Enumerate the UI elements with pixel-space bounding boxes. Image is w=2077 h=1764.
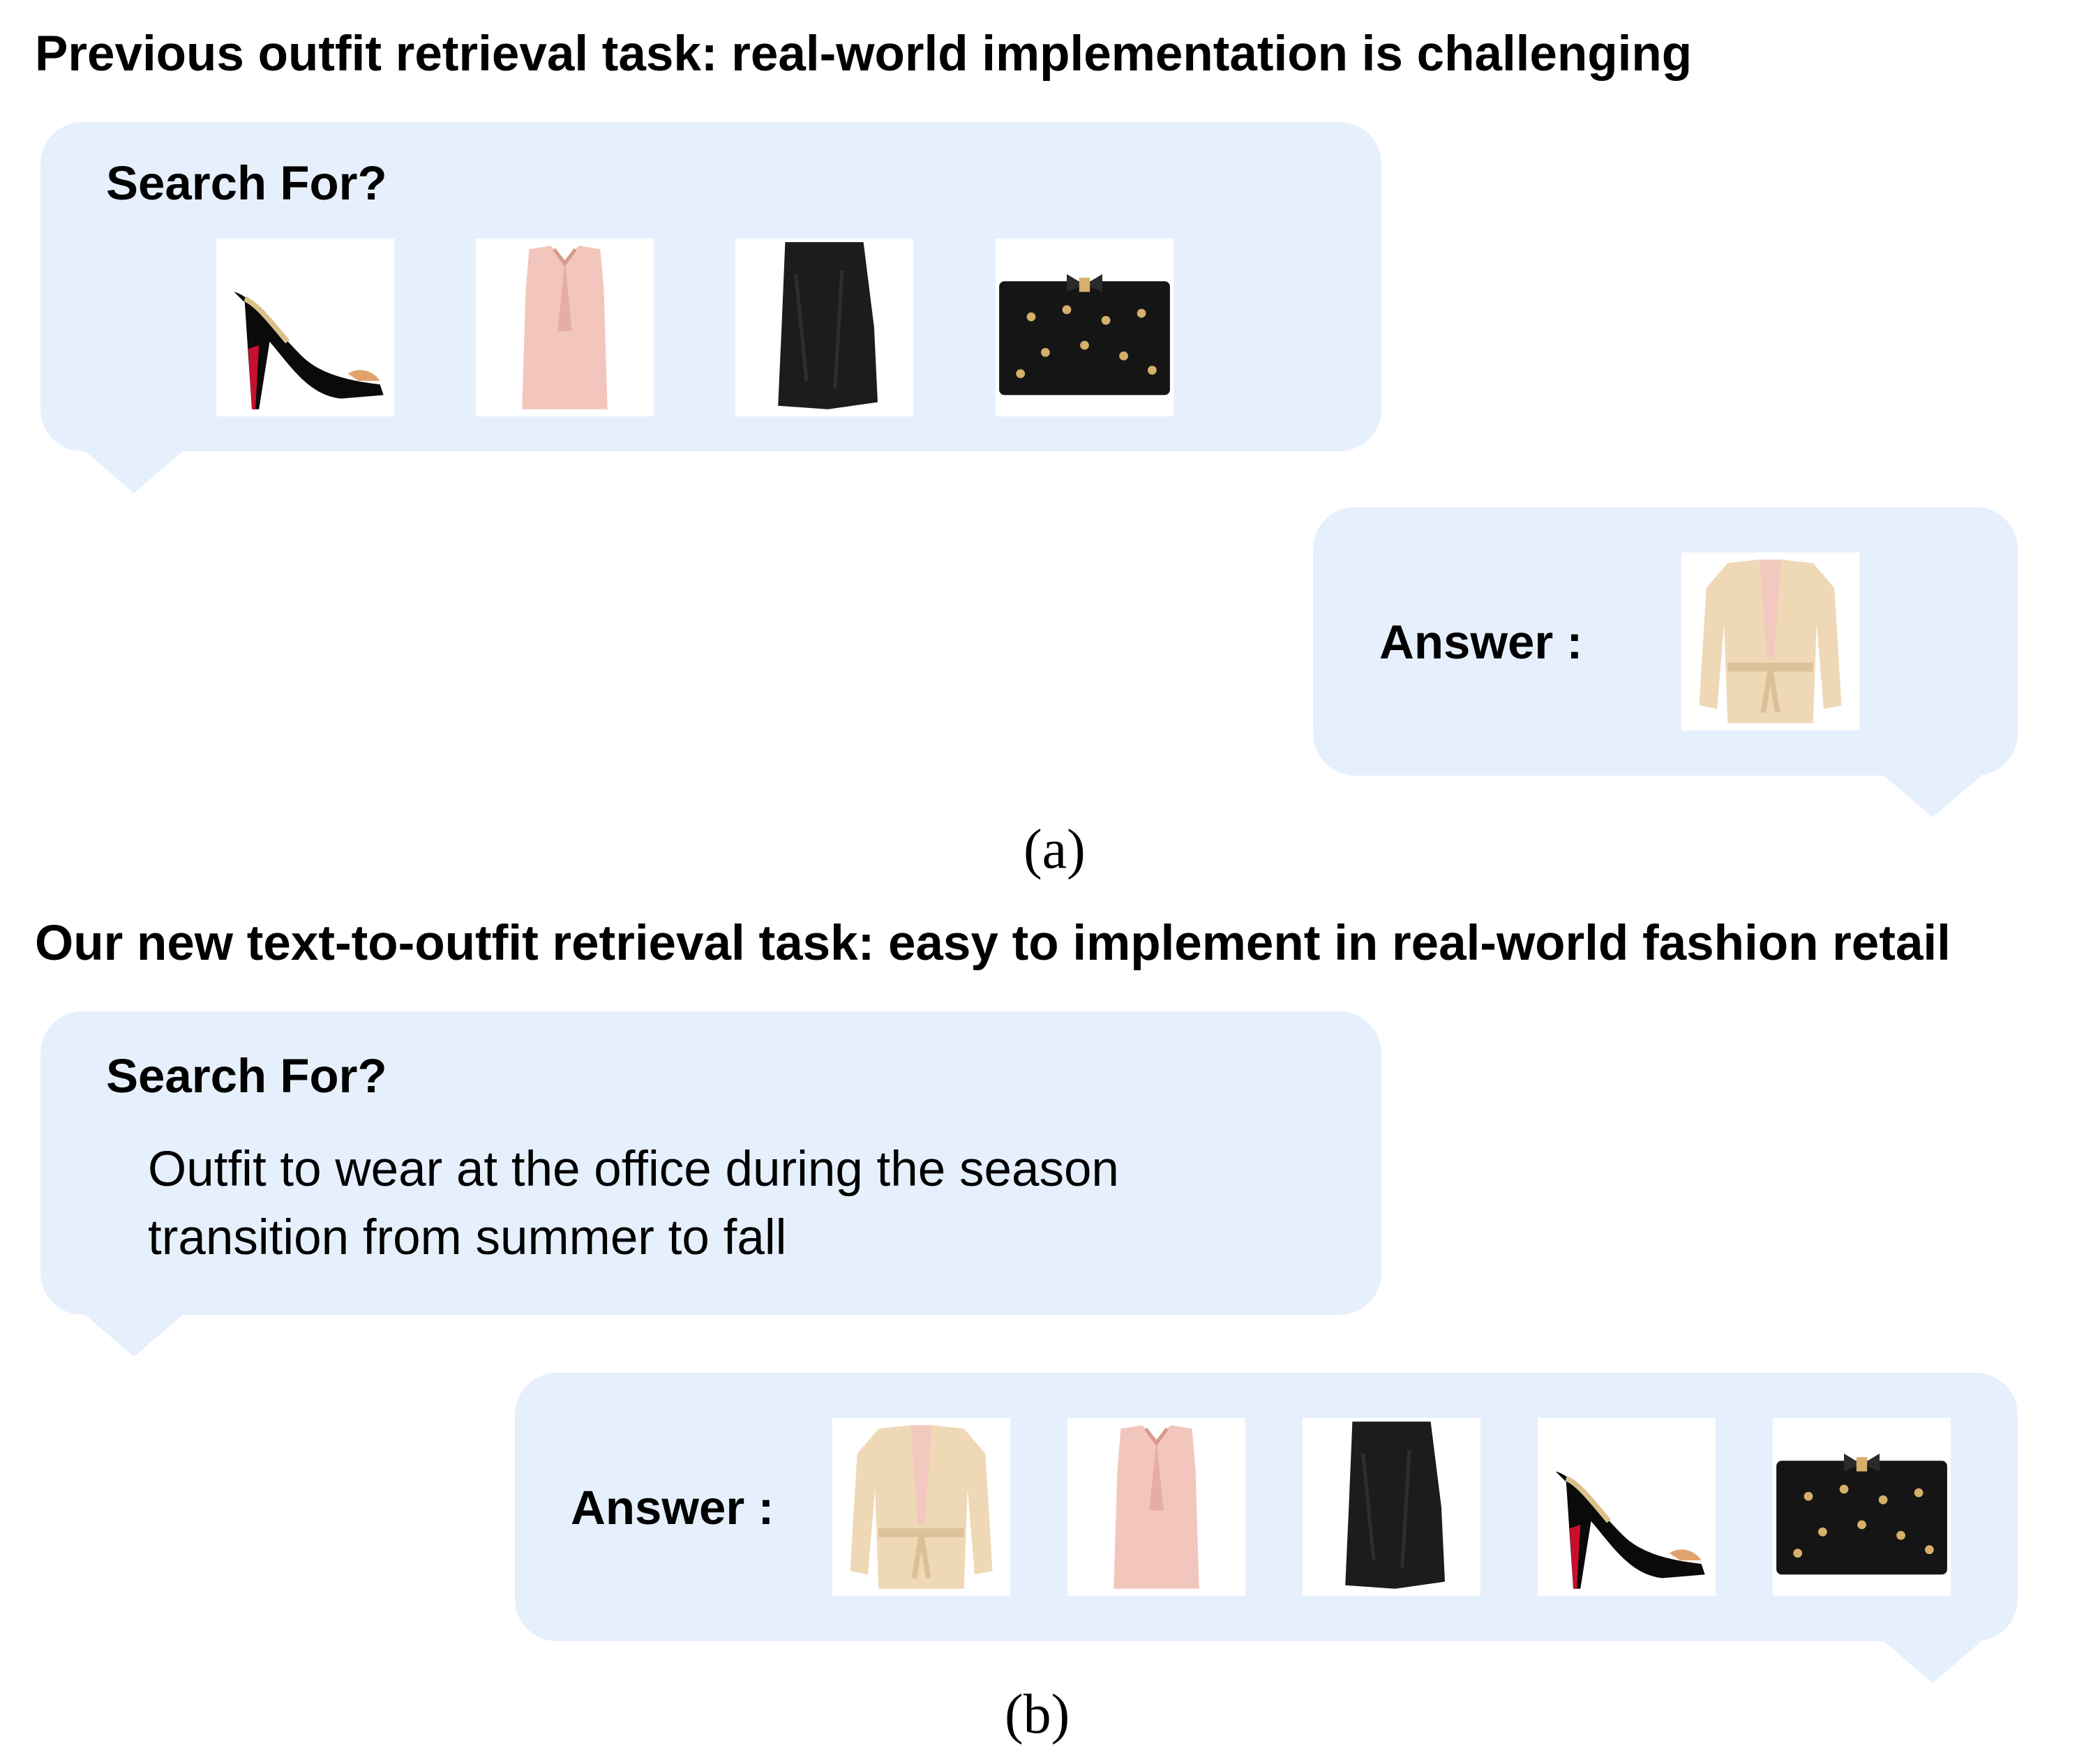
panel-a-heading: Previous outfit retrieval task: real-wor… — [35, 27, 1693, 82]
panel-b-search-bubble-tail — [85, 1315, 183, 1357]
cardigan-icon — [1681, 552, 1859, 730]
skirt-icon — [735, 239, 913, 416]
panel-b-heading: Our new text-to-outfit retrieval task: e… — [35, 916, 1951, 971]
panel-b-answer-label: Answer : — [571, 1481, 774, 1535]
skirt-icon — [1303, 1418, 1480, 1596]
panel-b-query-text: Outfit to wear at the office during the … — [148, 1136, 1119, 1272]
panel-b-caption: (b) — [1005, 1684, 1070, 1745]
panel-a-answer-label: Answer : — [1379, 615, 1583, 669]
query-line-2: transition from summer to fall — [148, 1210, 787, 1265]
heel-icon — [216, 239, 394, 416]
blouse-icon — [1067, 1418, 1245, 1596]
clutch-icon — [996, 239, 1174, 416]
panel-b-search-label: Search For? — [106, 1049, 387, 1103]
panel-a-answer-bubble-tail — [1884, 776, 1981, 817]
panel-b-answer-bubble — [515, 1373, 2018, 1641]
panel-b-answer-bubble-tail — [1884, 1641, 1981, 1683]
panel-a-search-bubble-tail — [85, 451, 183, 493]
cardigan-icon — [832, 1418, 1010, 1596]
blouse-icon — [476, 239, 654, 416]
panel-a-search-label: Search For? — [106, 156, 387, 210]
heel-icon — [1538, 1418, 1716, 1596]
query-line-1: Outfit to wear at the office during the … — [148, 1142, 1119, 1197]
panel-b-search-bubble — [40, 1011, 1381, 1315]
clutch-icon — [1773, 1418, 1951, 1596]
panel-a-caption: (a) — [1023, 819, 1086, 880]
panel-a-answer-bubble — [1313, 507, 2018, 776]
